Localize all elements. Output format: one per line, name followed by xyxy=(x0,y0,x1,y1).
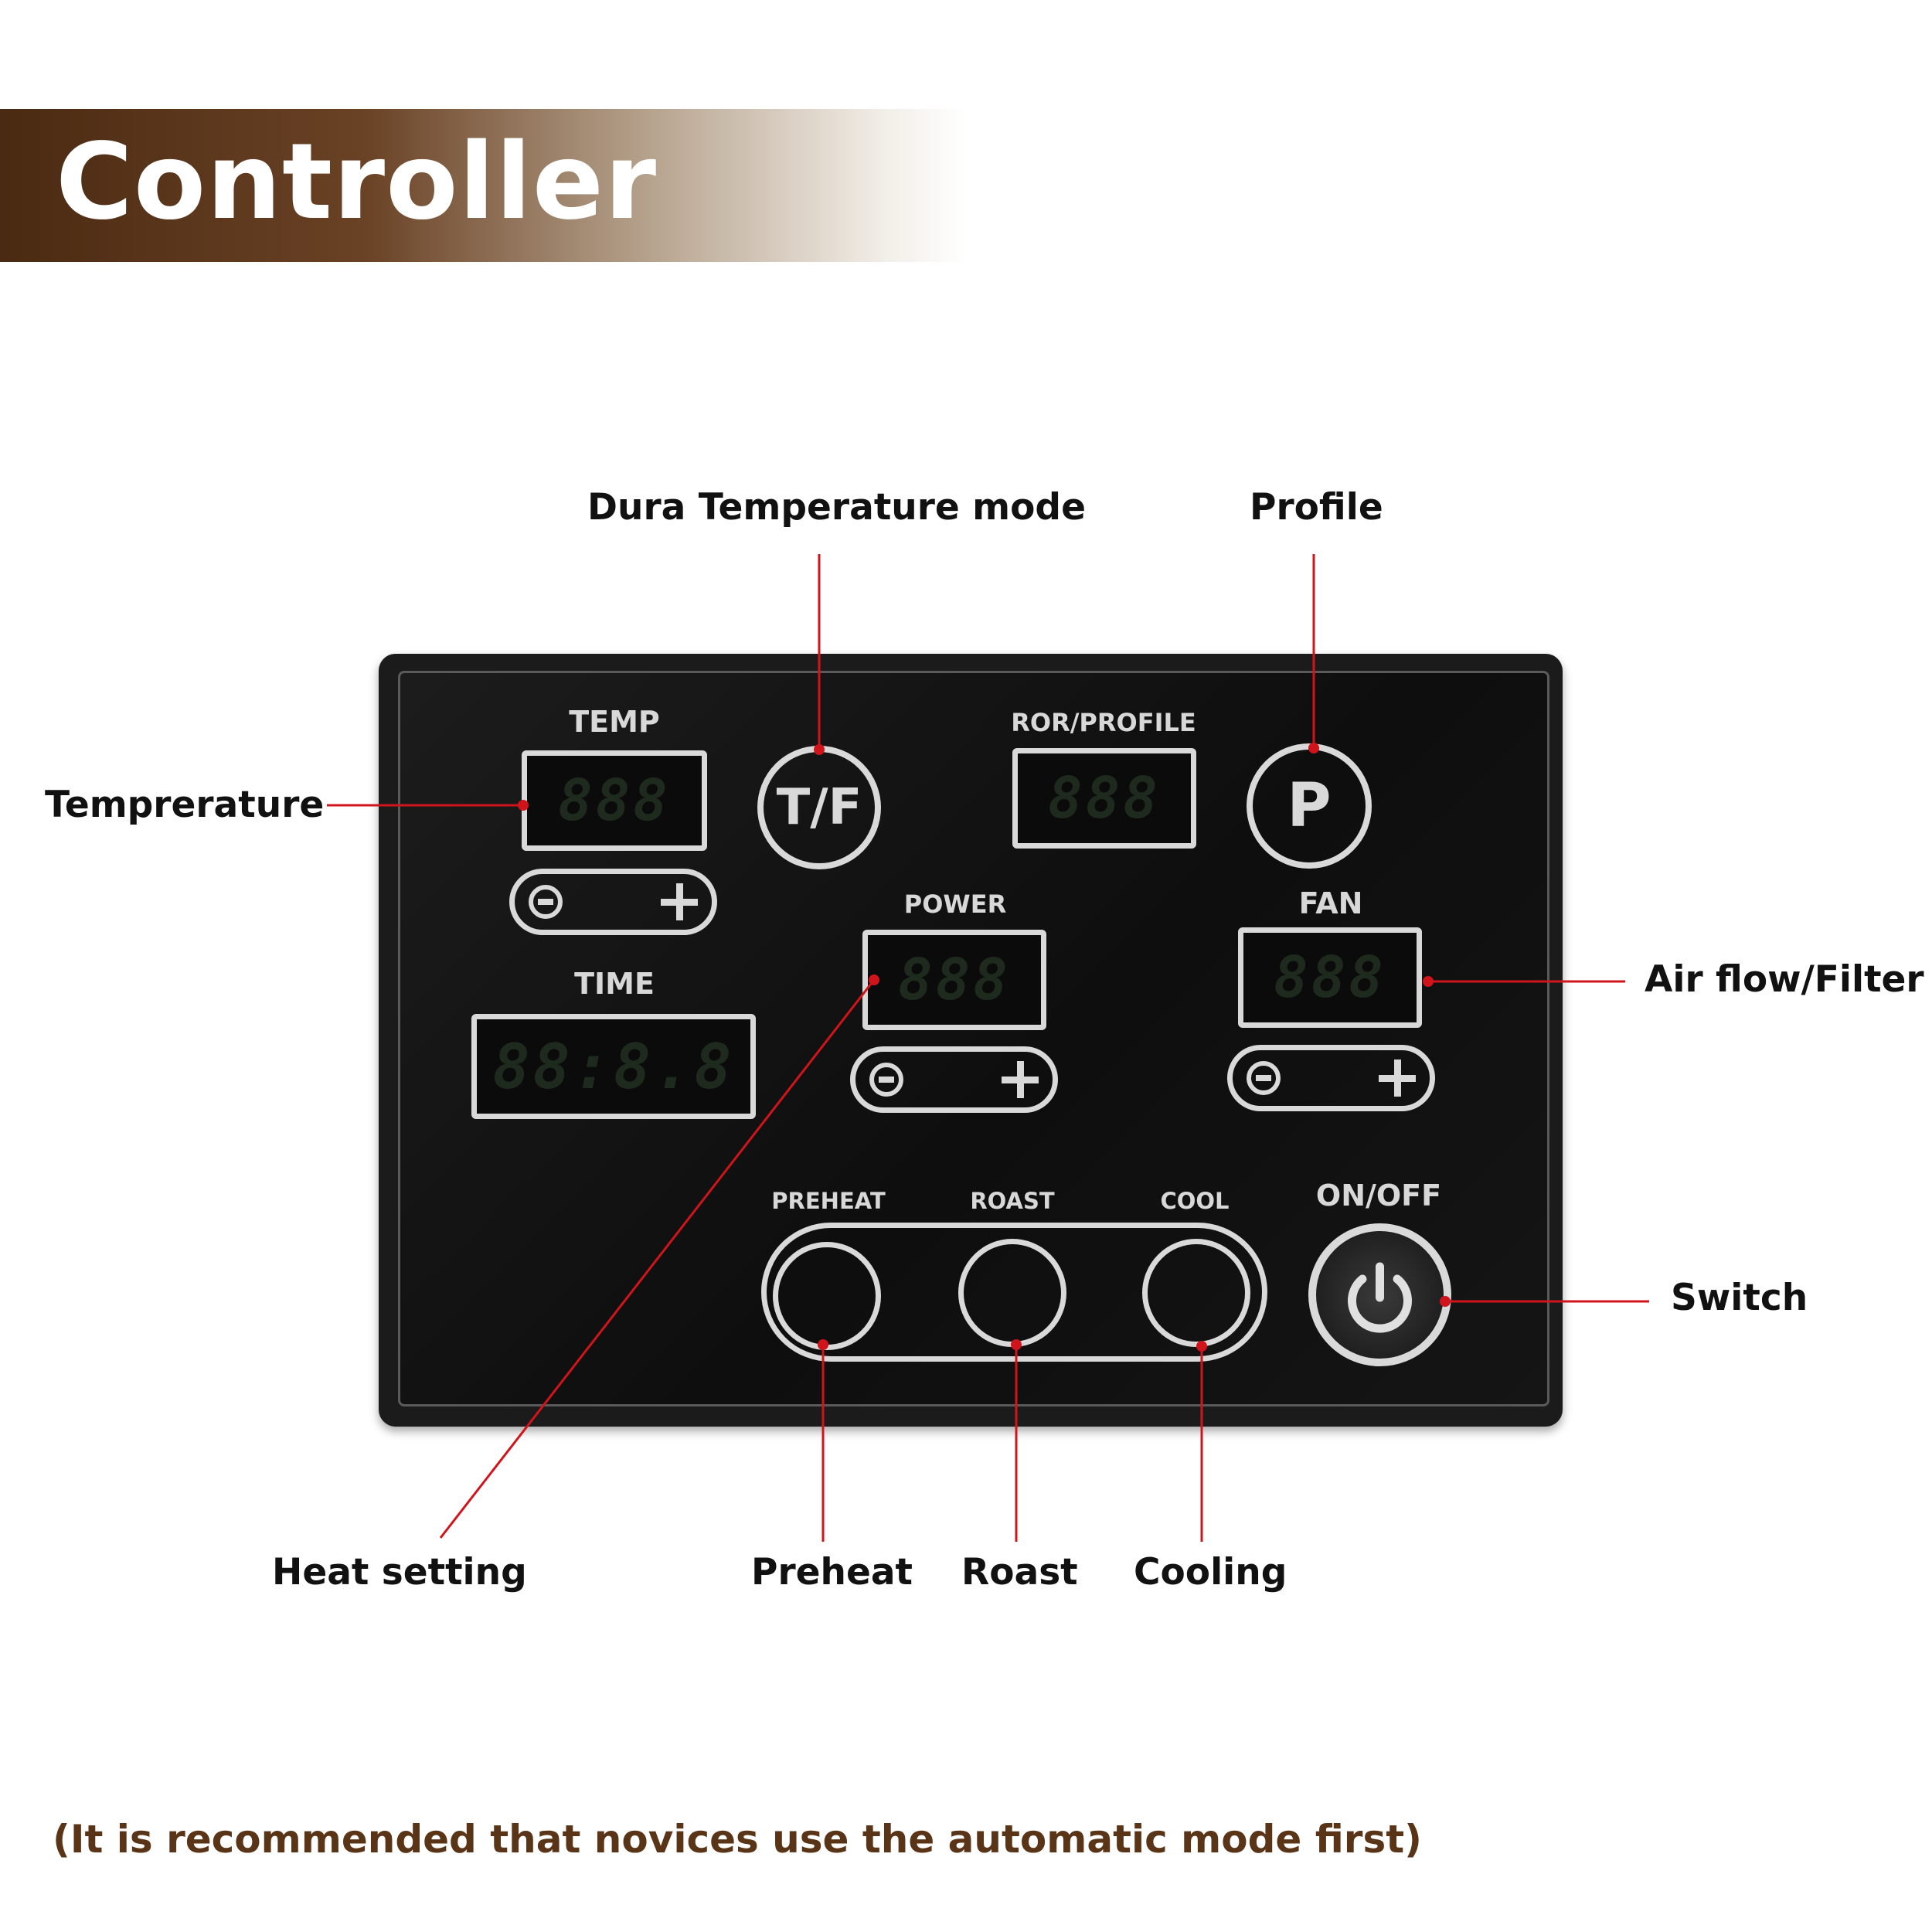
time-display: 88:8.8 xyxy=(471,1014,756,1119)
ror-profile-label: ROR/PROFILE xyxy=(1011,708,1196,737)
fan-label: FAN xyxy=(1298,886,1363,920)
plus-icon[interactable] xyxy=(661,883,698,920)
callout-profile: Profile xyxy=(1250,486,1383,529)
plus-icon[interactable] xyxy=(1002,1061,1039,1098)
onoff-button[interactable] xyxy=(1308,1223,1451,1366)
minus-icon[interactable] xyxy=(529,885,563,919)
cool-button[interactable] xyxy=(1142,1239,1250,1347)
power-display: 888 xyxy=(862,930,1046,1030)
fan-stepper[interactable] xyxy=(1227,1045,1435,1111)
page-title: Controller xyxy=(56,121,658,243)
minus-icon[interactable] xyxy=(1247,1061,1281,1095)
cool-label: COOL xyxy=(1160,1188,1230,1214)
callout-air-flow: Air flow/Filter xyxy=(1645,958,1924,1001)
temp-display: 888 xyxy=(522,750,707,851)
minus-icon[interactable] xyxy=(869,1063,903,1097)
mode-button-group xyxy=(761,1223,1267,1362)
power-stepper[interactable] xyxy=(850,1046,1058,1113)
callout-heat-setting: Heat setting xyxy=(272,1551,527,1594)
header-banner xyxy=(0,109,966,262)
callout-cooling: Cooling xyxy=(1134,1551,1287,1594)
onoff-label: ON/OFF xyxy=(1315,1179,1442,1213)
power-label: POWER xyxy=(903,889,1007,919)
roast-label: ROAST xyxy=(970,1188,1055,1214)
preheat-label: PREHEAT xyxy=(771,1188,886,1214)
temp-label: TEMP xyxy=(569,705,660,739)
time-label: TIME xyxy=(574,967,655,1001)
footnote: (It is recommended that novices use the … xyxy=(53,1817,1422,1862)
ror-profile-display: 888 xyxy=(1012,748,1196,849)
callout-switch: Switch xyxy=(1671,1277,1808,1319)
callout-roast: Roast xyxy=(961,1551,1078,1594)
temp-stepper[interactable] xyxy=(509,869,717,935)
callout-temperature: Temprerature xyxy=(45,784,325,826)
plus-icon[interactable] xyxy=(1379,1060,1416,1097)
callout-dura-temperature-mode: Dura Temperature mode xyxy=(587,486,1086,529)
callout-preheat: Preheat xyxy=(751,1551,913,1594)
power-icon xyxy=(1348,1262,1412,1333)
profile-button[interactable]: P xyxy=(1247,743,1372,869)
fan-display: 888 xyxy=(1238,927,1422,1028)
